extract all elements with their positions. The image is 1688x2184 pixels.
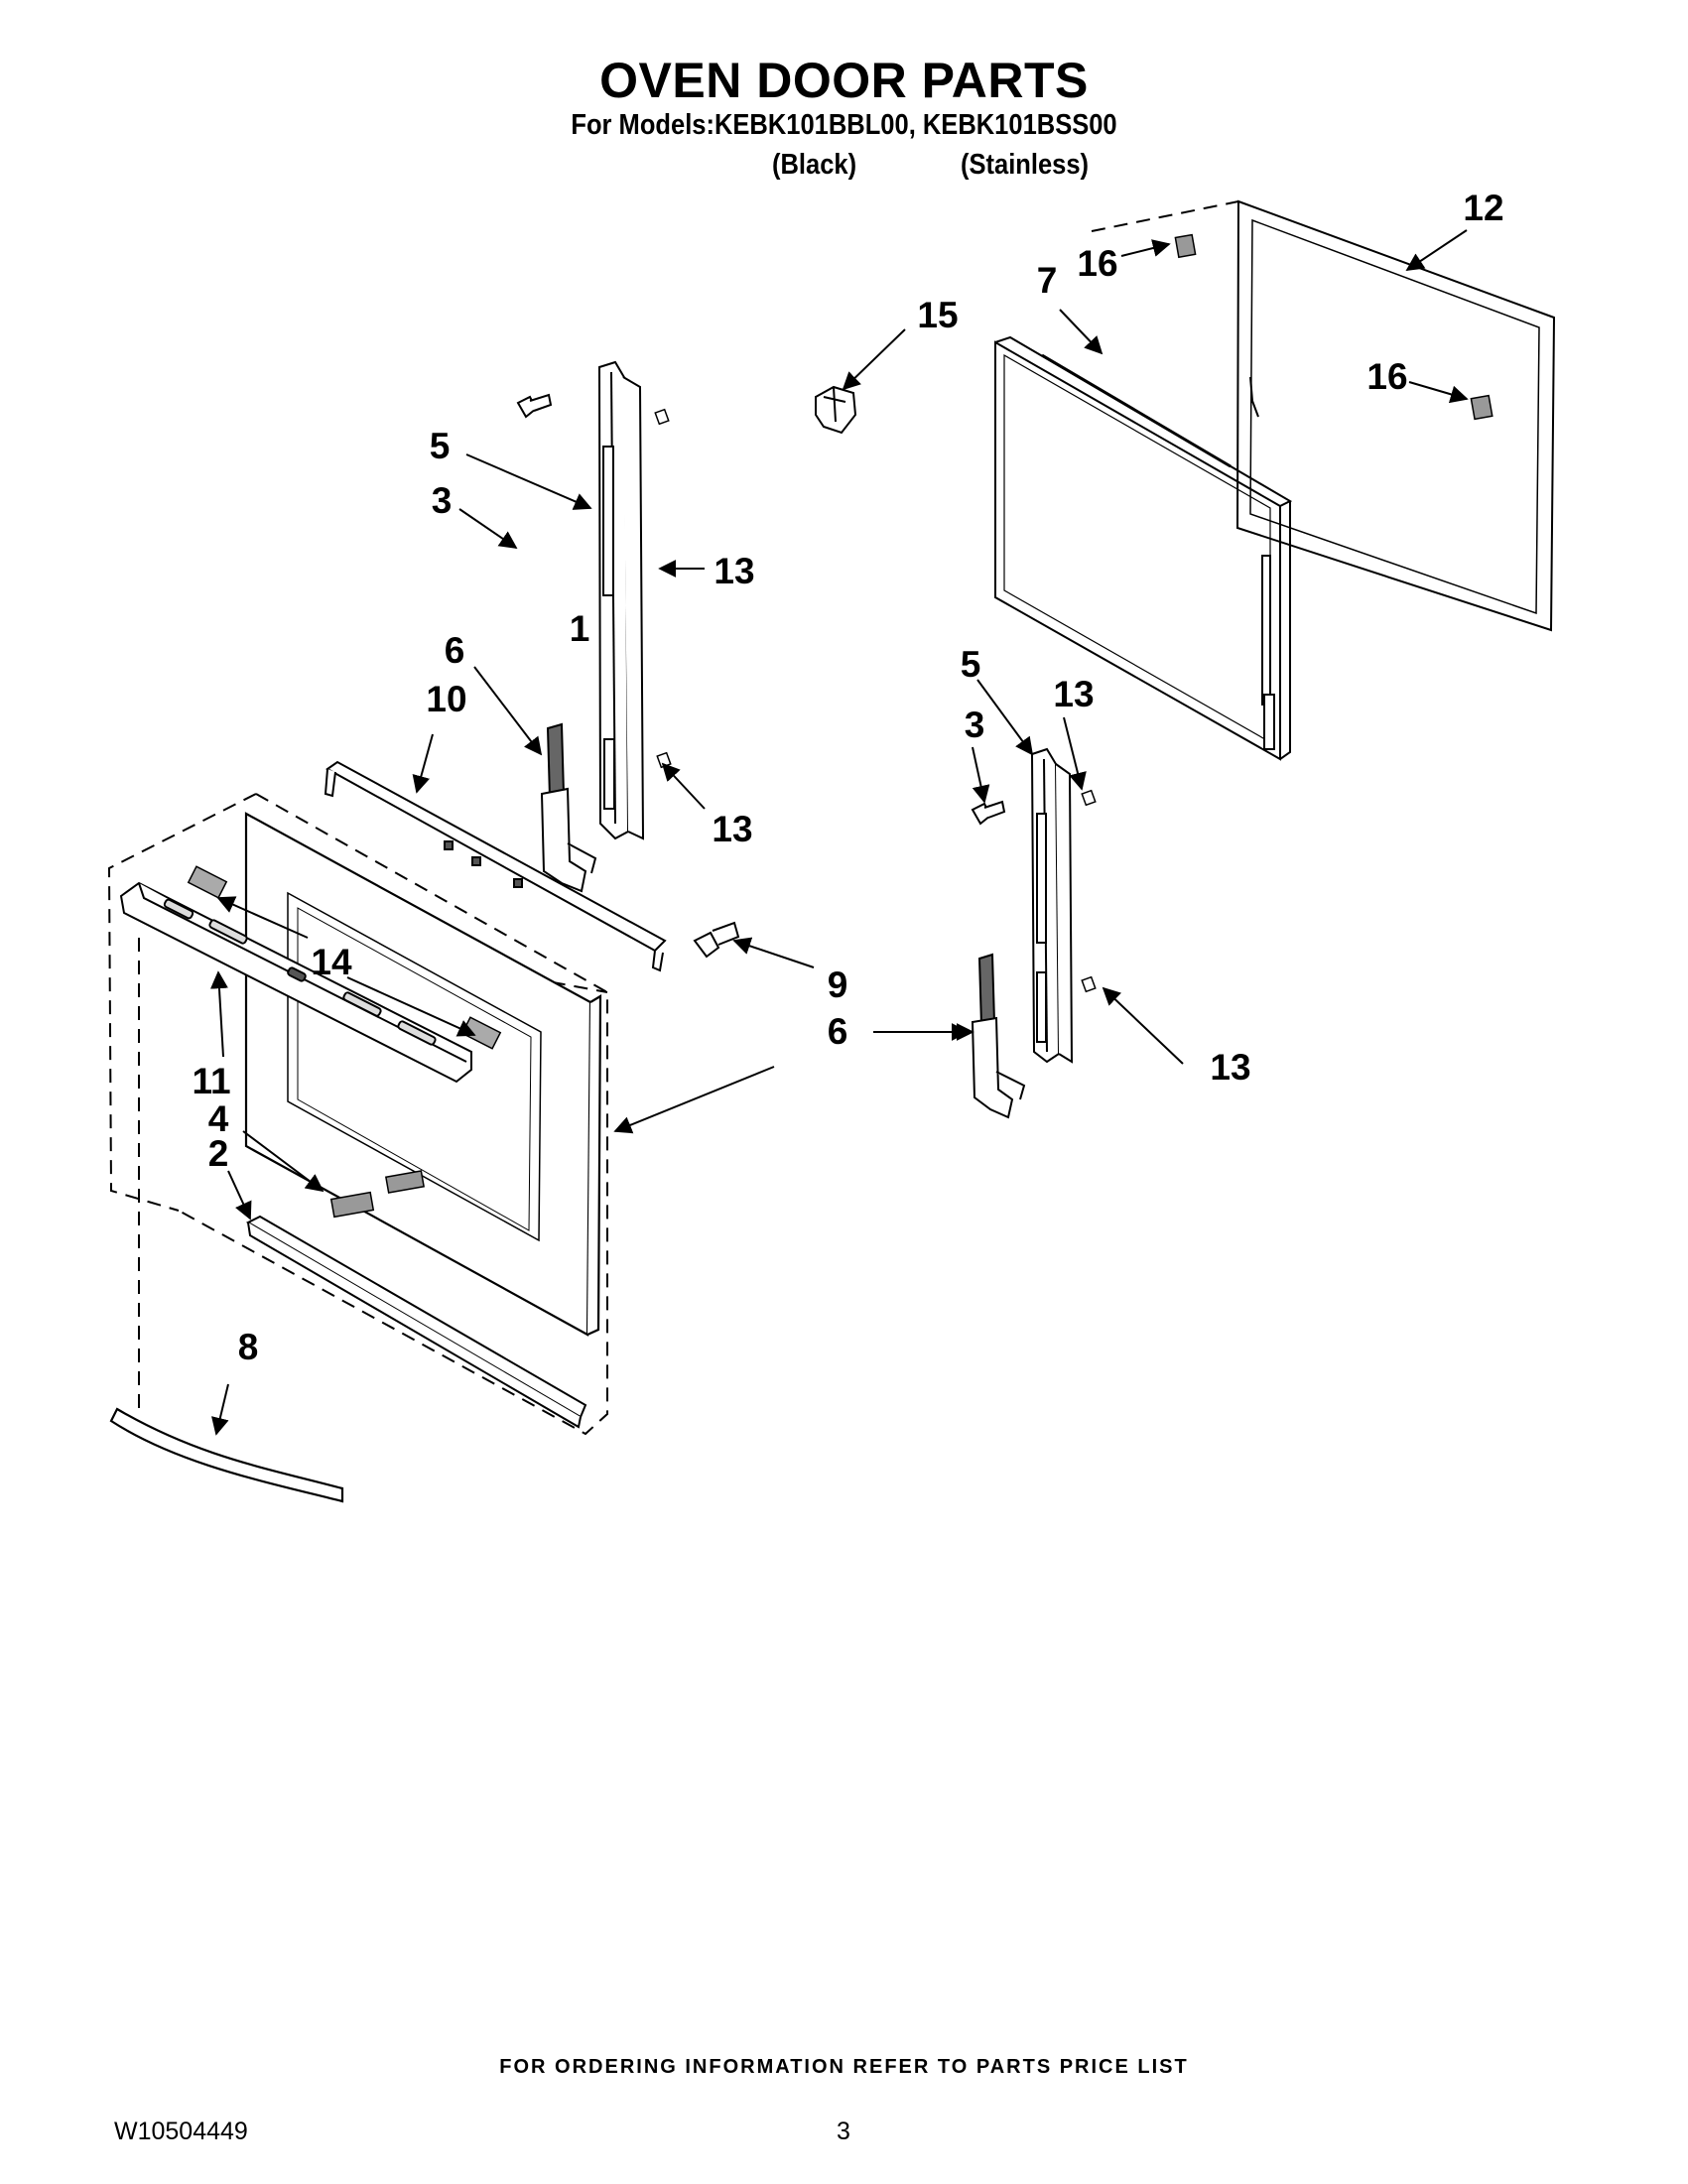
door-vent-trim [119,881,472,1084]
rear-glass-panel [1235,199,1556,632]
door-screw [693,921,740,959]
callout-13-left-upper: 13 [714,551,754,591]
outer-door-panel [244,812,602,1337]
callout-4: 4 [208,1098,229,1139]
callout-6-left: 6 [445,630,465,671]
finish-stainless-label: (Stainless) [961,149,1090,181]
page-title: OVEN DOOR PARTS [599,53,1089,108]
callout-13-right-upper: 13 [1053,674,1094,714]
right-hinge-assembly [1030,747,1074,1064]
callout-3-right: 3 [965,705,985,745]
callout-8: 8 [238,1327,259,1367]
callout-13-right-lower: 13 [1210,1047,1250,1088]
page-number: 3 [837,2118,850,2145]
models-line: For Models:KEBK101BBL00, KEBK101BSS00 [571,109,1117,141]
ordering-note: FOR ORDERING INFORMATION REFER TO PARTS … [499,2056,1189,2078]
door-top-channel [324,760,667,972]
callout-10: 10 [426,679,466,719]
right-hinge-bolt [971,800,1006,826]
insulation-pad-left [187,865,228,899]
callout-14: 14 [311,942,352,982]
glass-pad-upper [1174,233,1197,259]
callout-5-right: 5 [961,644,981,685]
door-bottom-trim [245,1215,587,1429]
door-label-lower [329,1191,375,1219]
leader-lines [209,229,1469,1436]
door-label-upper [385,1170,425,1194]
right-hinge-spring [971,953,1026,1119]
callout-5-left: 5 [430,426,451,466]
door-stop-bracket [815,385,857,435]
inner-door-frame [994,335,1293,761]
callout-15: 15 [917,295,958,335]
glass-pad-lower [1470,394,1493,421]
callout-2: 2 [208,1133,229,1174]
callout-7: 7 [1037,260,1058,301]
finish-black-label: (Black) [772,149,857,181]
callout-1: 1 [570,608,590,649]
callout-9: 9 [828,964,848,1005]
left-hinge-clips [654,408,672,769]
callout-13-left-lower: 13 [712,809,752,849]
document-number: W10504449 [114,2118,248,2145]
callout-3-left: 3 [432,480,453,521]
callout-6-right: 6 [828,1011,848,1052]
assembly-dash-line [1091,200,1239,232]
callout-12: 12 [1463,188,1503,228]
callout-16-upper: 16 [1077,243,1117,284]
door-handle [109,1407,344,1503]
right-hinge-clips [1081,789,1097,993]
callout-11: 11 [192,1061,230,1101]
left-hinge-bolt [516,393,553,419]
callout-16-lower: 16 [1366,356,1407,397]
left-hinge-spring [540,722,597,893]
callout-labels: 1 2 3 3 4 5 5 6 6 7 8 9 10 11 12 13 13 1… [192,188,1503,1367]
left-hinge-assembly [597,360,645,840]
